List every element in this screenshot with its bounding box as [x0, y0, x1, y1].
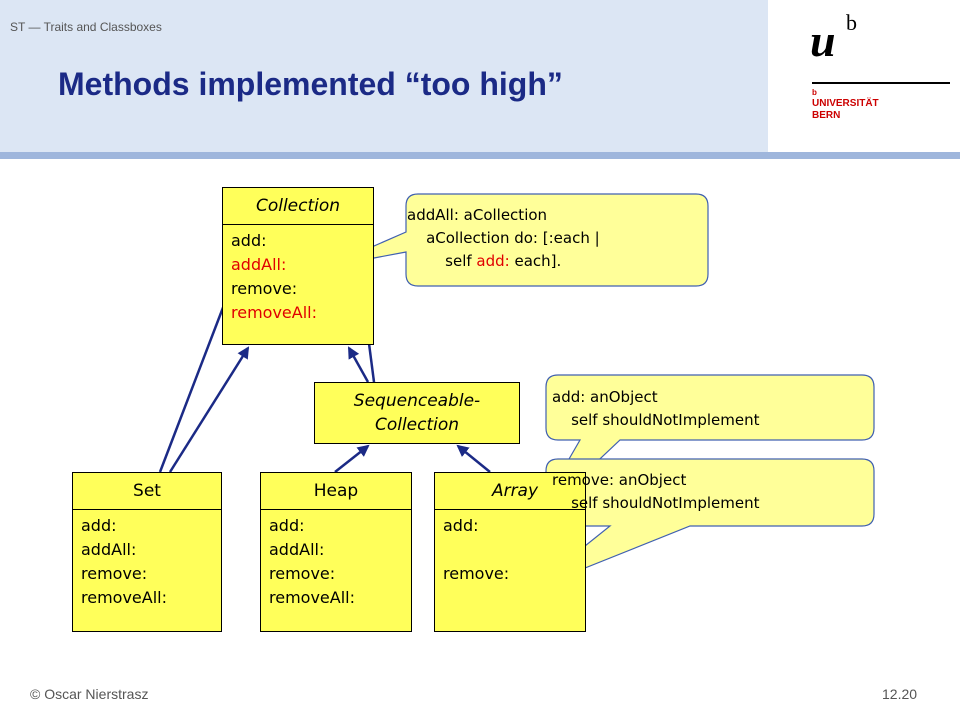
callout-addall-line3-red: add:	[476, 252, 510, 270]
callout-addall-bubble	[325, 193, 709, 287]
set-method-remove: remove:	[81, 564, 148, 583]
sequenceable-collection-class: Sequenceable- Collection	[314, 382, 520, 444]
callout-remove-line1: remove: anObject	[552, 471, 687, 489]
collection-method-addall: addAll:	[231, 255, 287, 274]
collection-method-add: add:	[231, 231, 267, 250]
collection-class: Collection add: addAll: remove: removeAl…	[222, 187, 374, 345]
array-class: Array add: remove:	[434, 472, 586, 632]
callout-remove-line2: self shouldNotImplement	[552, 494, 760, 512]
heap-class: Heap add: addAll: remove: removeAll:	[260, 472, 412, 632]
array-method-gap	[443, 538, 577, 562]
set-method-removeall: removeAll:	[81, 588, 167, 607]
collection-method-remove: remove:	[231, 279, 298, 298]
set-methods: add: addAll: remove: removeAll:	[73, 510, 221, 614]
heap-to-sequenceable-arrow	[334, 444, 370, 473]
set-method-addall: addAll:	[81, 540, 137, 559]
sequenceable-name-line2: Collection	[374, 415, 460, 435]
footer-page-number: 12.20	[882, 686, 918, 702]
array-methods: add: remove:	[435, 510, 585, 590]
collection-methods: add: addAll: remove: removeAll:	[223, 225, 373, 329]
set-class-name: Set	[73, 473, 221, 510]
slide-title: Methods implemented “too high”	[58, 66, 563, 102]
set-class: Set add: addAll: remove: removeAll:	[72, 472, 222, 632]
footer-copyright: © Oscar Nierstrasz	[30, 686, 149, 702]
callout-addall-line3-pre: self	[407, 252, 477, 270]
callout-remove-text: remove: anObject self shouldNotImplement	[552, 469, 760, 515]
callout-addall-line3-post: each].	[509, 252, 562, 270]
callout-add-line2: self shouldNotImplement	[552, 411, 760, 429]
sequenceable-to-collection-arrow	[347, 346, 370, 383]
array-method-remove: remove:	[443, 564, 510, 583]
sequenceable-name-line1: Sequenceable-	[353, 391, 481, 411]
logo-small-b: b	[812, 88, 817, 97]
logo-line2: BERN	[812, 110, 841, 121]
callout-remove-bubble	[529, 458, 875, 591]
heap-methods: add: addAll: remove: removeAll:	[261, 510, 411, 614]
callout-addall-text: addAll: aCollection aCollection do: [:ea…	[407, 204, 600, 273]
university-logo: u b b UNIVERSITÄT BERN	[800, 0, 960, 150]
header-divider	[0, 152, 960, 159]
array-method-add: add:	[443, 516, 479, 535]
logo-line1: UNIVERSITÄT	[812, 98, 879, 109]
array-to-sequenceable-arrow	[456, 444, 491, 473]
logo-b: b	[846, 10, 857, 35]
array-class-name: Array	[435, 473, 585, 510]
collection-method-removeall: removeAll:	[231, 303, 317, 322]
logo-u: u	[810, 15, 836, 66]
heap-class-name: Heap	[261, 473, 411, 510]
collection-class-name: Collection	[223, 188, 373, 225]
heap-method-addall: addAll:	[269, 540, 325, 559]
set-to-collection-arrow	[168, 346, 250, 473]
logo-rule	[812, 82, 950, 84]
heap-method-removeall: removeAll:	[269, 588, 355, 607]
set-method-add: add:	[81, 516, 117, 535]
callout-add-text: add: anObject self shouldNotImplement	[552, 386, 760, 432]
callout-addall-line1: addAll: aCollection	[407, 206, 548, 224]
set-to-collection-line	[158, 304, 226, 473]
heap-method-remove: remove:	[269, 564, 336, 583]
callout-add-line1: add: anObject	[552, 388, 658, 406]
logo-university-name: UNIVERSITÄT BERN	[812, 98, 879, 122]
heap-method-add: add:	[269, 516, 305, 535]
slide-header	[0, 0, 768, 152]
callout-addall-line3: self add: each].	[407, 250, 600, 273]
callout-addall-line2: aCollection do: [:each |	[407, 229, 600, 247]
slide-topic: ST — Traits and Classboxes	[10, 20, 162, 34]
